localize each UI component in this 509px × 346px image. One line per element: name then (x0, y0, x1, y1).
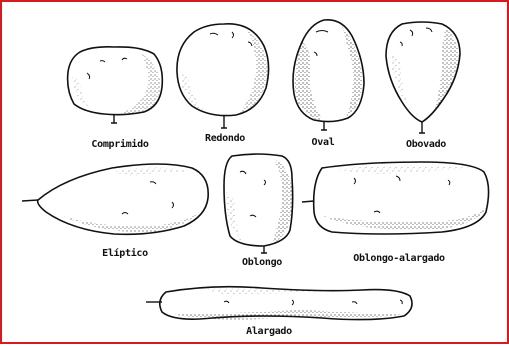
shape-oval (293, 20, 364, 130)
label-eliptico: Elíptico (98, 248, 152, 259)
shape-redondo (177, 24, 269, 128)
label-oblongo: Oblongo (234, 257, 290, 268)
label-obovado: Obovado (398, 139, 454, 150)
label-redondo: Redondo (198, 133, 252, 144)
label-oval: Oval (302, 137, 344, 148)
label-oblongo-alargado: Oblongo-alargado (340, 253, 458, 264)
shape-oblongo-alargado (302, 162, 489, 234)
shape-eliptico (22, 164, 208, 234)
shape-obovado (386, 22, 460, 133)
shape-comprimido (68, 47, 163, 123)
label-alargado: Alargado (240, 326, 298, 337)
shape-alargado (146, 287, 412, 320)
label-comprimido: Comprimido (86, 139, 154, 150)
shape-oblongo (224, 154, 293, 253)
